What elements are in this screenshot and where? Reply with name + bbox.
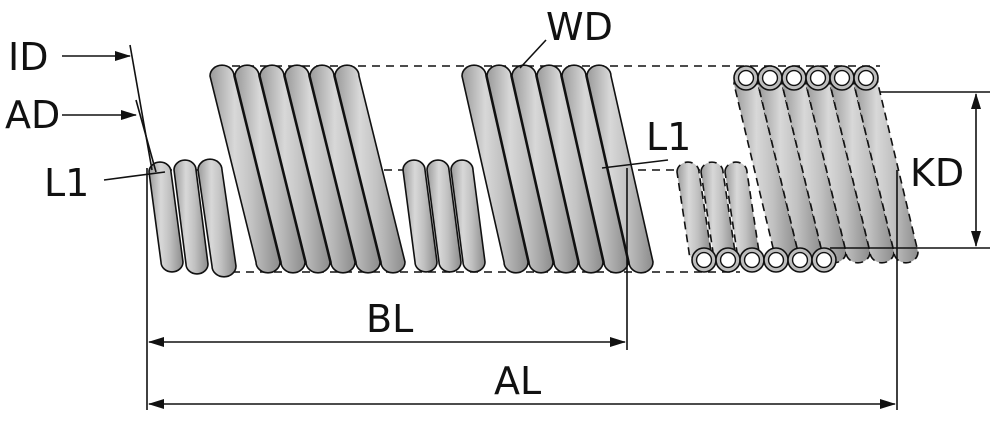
label-l1-left: L1	[44, 161, 89, 205]
label-l1-middle: L1	[646, 115, 691, 159]
coil-section-bottom-1-bore	[695, 251, 713, 269]
label-al: AL	[494, 359, 541, 403]
coil-left-tall-5	[309, 64, 381, 274]
label-kd: KD	[910, 151, 964, 195]
coil-section-top-1-bore	[737, 69, 755, 87]
coil-section-bottom-6-bore	[815, 251, 833, 269]
coil-mid-short-1	[402, 159, 438, 273]
coil-left-tall-4	[284, 64, 356, 274]
coil-mid-tall-1	[461, 64, 529, 274]
coil-right-short-1	[676, 161, 712, 263]
spring-coil-group-middle	[402, 64, 654, 274]
coil-mid-short-3	[450, 159, 486, 273]
coil-section-bottom-4-bore	[767, 251, 785, 269]
spring-coil-group-left	[148, 64, 406, 278]
coil-right-tall-6	[853, 72, 919, 264]
coil-mid-tall-3	[511, 64, 579, 274]
coil-section-top-4-bore	[809, 69, 827, 87]
dimension-lines	[62, 39, 990, 410]
coil-section-top-2-bore	[761, 69, 779, 87]
coil-left-2	[173, 159, 209, 275]
coil-left-tall-6	[334, 64, 406, 274]
coil-mid-tall-6	[586, 64, 654, 274]
label-ad: AD	[5, 93, 60, 137]
dimension-labels: ID AD L1 L1 WD KD BL AL	[5, 5, 964, 403]
coil-section-top-3-bore	[785, 69, 803, 87]
coil-left-tall-3	[259, 64, 331, 274]
coil-left-tall-1	[209, 64, 281, 274]
coil-mid-tall-5	[561, 64, 629, 274]
coil-section-top-5-bore	[833, 69, 851, 87]
spring-coil-group-right-section	[676, 65, 919, 273]
coil-mid-tall-2	[486, 64, 554, 274]
coil-section-bottom-5-bore	[791, 251, 809, 269]
coil-section-bottom-3-bore	[743, 251, 761, 269]
label-bl: BL	[366, 297, 413, 341]
coil-section-top-6-bore	[857, 69, 875, 87]
coil-mid-short-2	[426, 159, 462, 273]
coil-left-tall-2	[234, 64, 306, 274]
label-id: ID	[8, 35, 48, 79]
coil-right-short-2	[700, 161, 736, 263]
coil-left-1	[148, 161, 184, 273]
coil-right-short-3	[724, 161, 760, 263]
coil-left-3	[197, 158, 237, 278]
coil-mid-tall-4	[536, 64, 604, 274]
coil-section-bottom-2-bore	[719, 251, 737, 269]
label-wd: WD	[546, 5, 613, 49]
